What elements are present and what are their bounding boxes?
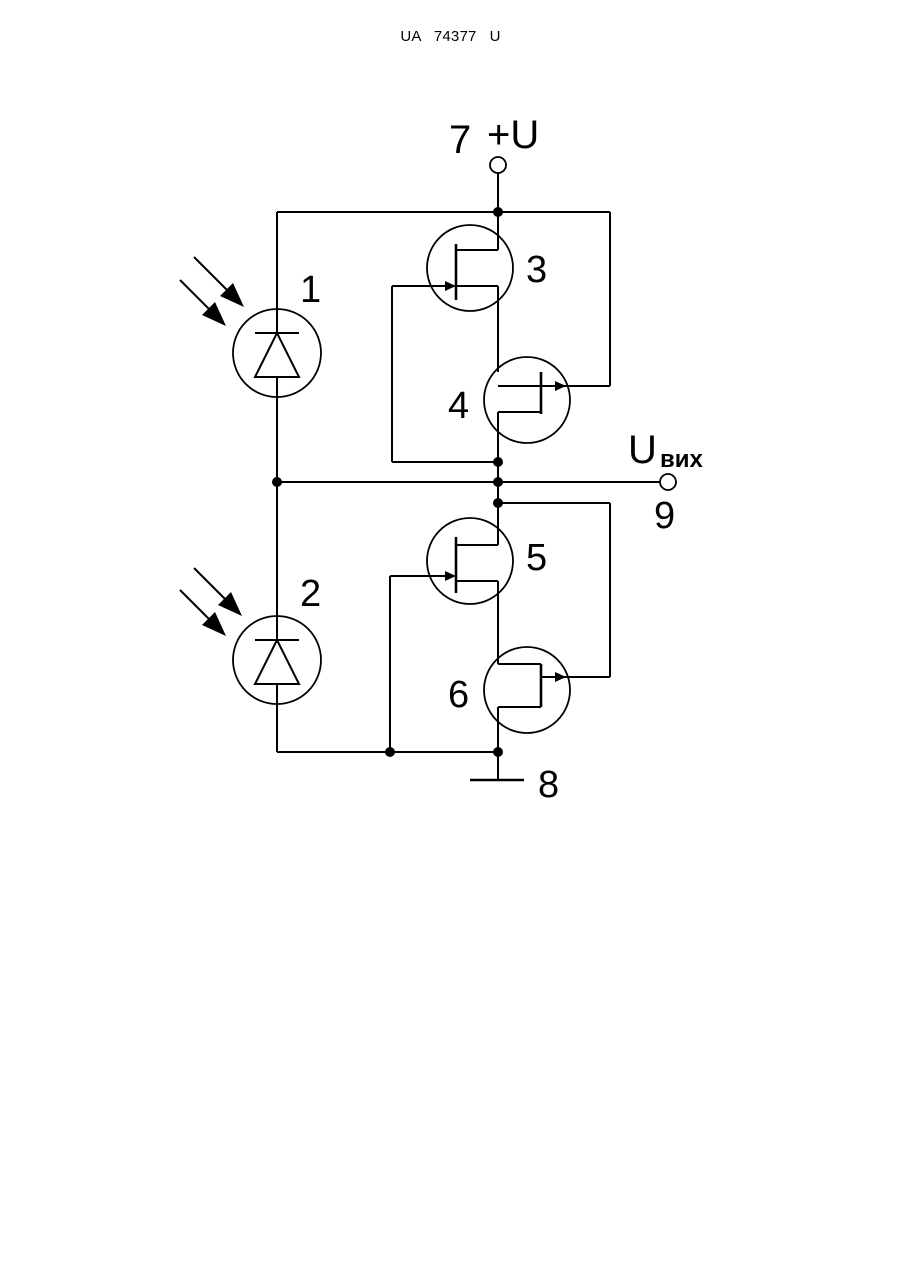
output-terminal <box>660 474 676 490</box>
photodiode-1-label: 1 <box>300 269 321 311</box>
junction-dot <box>493 207 503 217</box>
transistor-4 <box>484 357 570 443</box>
gate-arrow-icon <box>445 281 456 291</box>
transistor-3-label: 3 <box>526 249 547 291</box>
transistor-6 <box>484 647 570 733</box>
junction-dot <box>493 498 503 508</box>
light-ray <box>194 257 232 295</box>
transistor-6-label: 6 <box>448 674 469 716</box>
transistor-5 <box>427 518 513 604</box>
ground-node-label: 8 <box>538 764 559 806</box>
transistor-5-label: 5 <box>526 537 547 579</box>
gate-arrow-icon <box>445 571 456 581</box>
supply-node-label: 7 <box>449 118 471 162</box>
gate-arrow-icon <box>555 381 566 391</box>
transistor-4-label: 4 <box>448 385 469 427</box>
supply-voltage-label: +U <box>487 113 539 157</box>
transistor-4-body <box>484 357 570 443</box>
junction-dot <box>272 477 282 487</box>
junction-dot <box>493 457 503 467</box>
supply-terminal <box>490 157 506 173</box>
gate-arrow-icon <box>555 672 566 682</box>
transistor-3-body <box>427 225 513 311</box>
output-symbol-label: U <box>628 428 657 472</box>
junction-dot <box>493 747 503 757</box>
transistor-3 <box>427 225 513 311</box>
diode-triangle-icon <box>255 640 299 684</box>
output-subscript-label: вих <box>660 446 704 473</box>
junction-dot <box>385 747 395 757</box>
junction-dot <box>493 477 503 487</box>
output-node-label: 9 <box>654 495 675 537</box>
transistor-5-body <box>427 518 513 604</box>
diode-triangle-icon <box>255 333 299 377</box>
photodiode-2-label: 2 <box>300 573 321 615</box>
transistor-6-body <box>484 647 570 733</box>
